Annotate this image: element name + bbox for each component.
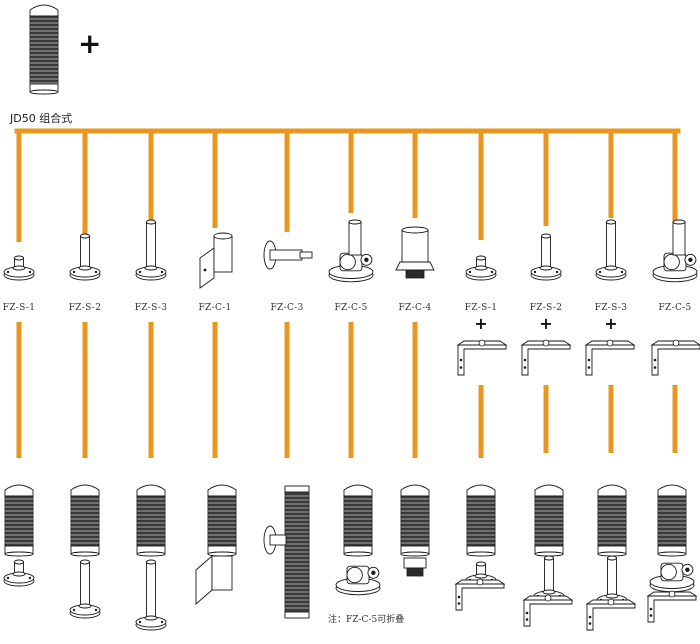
assembly-4-bracket (195, 555, 233, 605)
foldable-note: 注：FZ-C-5可折叠 (328, 615, 405, 625)
plus-sign: + (604, 314, 618, 333)
assembly-2-mount (69, 559, 101, 619)
mount-fz-s-1 (3, 255, 35, 281)
assembly-9-bracket (522, 594, 574, 627)
assembly-11-bracket (646, 590, 698, 623)
mount-code-label: FZ-S-1 (464, 303, 498, 313)
bracket-3 (584, 339, 636, 376)
mount-code-label: FZ-S-2 (68, 303, 102, 313)
assembly-10-tower (597, 484, 627, 557)
mount-code-label: FZ-C-5 (334, 303, 368, 313)
plus-sign: + (539, 314, 553, 333)
assembly-2-tower (70, 484, 100, 557)
mount-fz-s-1-b (465, 255, 497, 281)
mount-code-label: FZ-C-3 (270, 303, 304, 313)
mount-code-label: FZ-S-2 (529, 303, 563, 313)
connector-tree (14, 128, 681, 458)
assembly-11-tower (657, 484, 687, 557)
mount-fz-s-3-b (595, 219, 627, 281)
plus-sign: + (474, 314, 488, 333)
mount-code-label: FZ-C-5 (658, 303, 692, 313)
assembly-6-mount (335, 565, 381, 596)
mount-code-label: FZ-S-1 (2, 303, 36, 313)
series-title: JD50 组合式 (10, 112, 73, 125)
top-tower-unit (29, 4, 59, 95)
bracket-4 (650, 339, 700, 376)
mount-fz-c-1 (199, 232, 233, 289)
assembly-5-double-tower (263, 485, 310, 619)
mount-code-label: FZ-S-3 (134, 303, 168, 313)
assembly-7-base (403, 557, 427, 577)
assembly-4-tower (207, 484, 237, 557)
mount-fz-c-5-b-arm (672, 219, 686, 256)
mount-fz-c-3 (263, 240, 313, 270)
assembly-3-tower (136, 484, 166, 557)
assembly-9-tower (534, 484, 564, 557)
mount-code-label: FZ-C-1 (198, 303, 232, 313)
assembly-6-tower (343, 484, 373, 557)
assembly-11-mount (649, 562, 695, 593)
mount-fz-s-2 (69, 233, 101, 281)
assembly-8-bracket (454, 578, 506, 611)
bracket-1 (456, 339, 508, 376)
assembly-1-tower (4, 484, 34, 557)
assembly-8-tower (466, 484, 496, 557)
assembly-3-mount (135, 559, 167, 631)
assembly-7-tower (400, 484, 430, 557)
mount-code-label: FZ-C-4 (398, 303, 432, 313)
mount-fz-c-5-arm (348, 219, 362, 256)
mount-fz-s-3 (135, 219, 167, 281)
bracket-2 (520, 339, 572, 376)
mount-code-label: FZ-S-3 (594, 303, 628, 313)
mount-fz-c-4 (395, 226, 435, 279)
assembly-1-mount (3, 559, 35, 587)
mount-fz-c-5-b (652, 252, 698, 283)
assembly-10-bracket (585, 598, 637, 631)
mount-fz-s-2-b (530, 233, 562, 281)
plus-sign: + (78, 27, 102, 60)
mount-fz-c-5-top (328, 252, 374, 283)
